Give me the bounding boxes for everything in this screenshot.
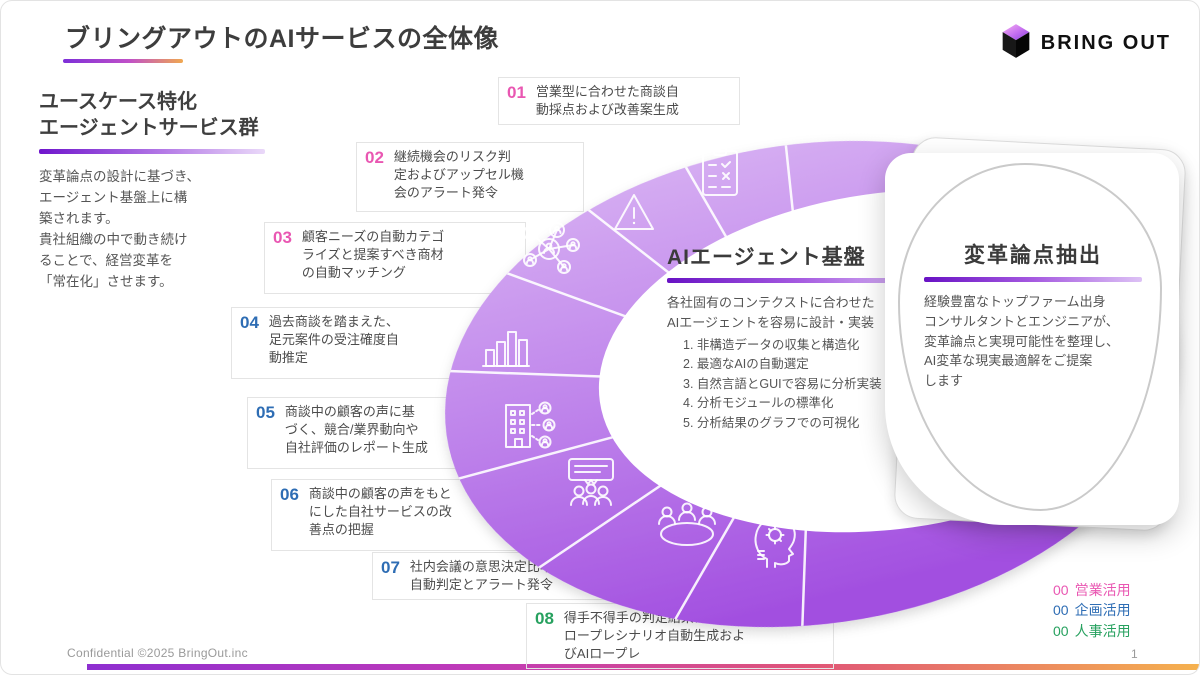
use-case-item-08: 08 得手不得手の判定結果に即した ロープレシナリオ自動生成およ びAIロープレ: [526, 603, 834, 669]
clipboard-check-icon: [702, 145, 738, 196]
ai-head-icon: [754, 516, 796, 568]
use-case-number: 02: [365, 148, 384, 167]
sidebar-underline: [39, 149, 265, 154]
category-legend: 00 営業活用 00 企画活用 00 人事活用: [1053, 580, 1131, 641]
page-title: ブリングアウトのAIサービスの全体像: [65, 25, 500, 53]
use-case-item-04: 04 過去商談を踏まえた、 足元案件の受注確度自 動推定: [231, 307, 491, 379]
use-case-text: 顧客ニーズの自動カテゴ ライズと提案すべき商材 の自動マッチング: [301, 229, 445, 280]
sidebar-description: 変革論点の設計に基づき、 エージェント基盤上に構 築されます。 貴社組織の中で動…: [39, 169, 201, 289]
use-case-number: 07: [381, 558, 400, 577]
brand-logo: BRING OUT: [1000, 23, 1171, 64]
meeting-table-icon: [658, 502, 716, 546]
extraction-title: 変革論点抽出: [964, 244, 1102, 267]
use-case-number: 06: [280, 485, 299, 504]
use-case-text: 営業型に合わせた商談自 動採点および改善案生成: [535, 84, 679, 117]
use-case-text: 社内会議の意思決定比率 自動判定とアラート発令: [409, 559, 553, 592]
legend-row-planning: 00 企画活用: [1053, 600, 1131, 620]
use-case-number: 05: [256, 403, 275, 422]
legend-row-hr: 00 人事活用: [1053, 621, 1131, 641]
legend-label: 営業活用: [1074, 582, 1131, 598]
use-case-number: 03: [273, 228, 292, 247]
use-case-item-06: 06 商談中の顧客の声をもと にした自社サービスの改 善点の把握: [271, 479, 559, 551]
use-case-item-02: 02 継続機会のリスク判 定およびアップセル機 会のアラート発令: [356, 142, 584, 212]
title-underline: [63, 59, 183, 63]
logo-text: BRING OUT: [1040, 32, 1171, 54]
sidebar: ユースケース特化 エージェントサービス群 変革論点の設計に基づき、 エージェント…: [39, 89, 284, 293]
use-case-number: 08: [535, 609, 554, 628]
extraction-underline: [924, 277, 1142, 282]
use-case-item-05: 05 商談中の顧客の声に基 づく、競合/業界動向や 自社評価のレポート生成: [247, 397, 481, 469]
use-case-item-07: 07 社内会議の意思決定比率 自動判定とアラート発令: [372, 552, 644, 600]
use-case-number: 01: [507, 83, 526, 102]
use-case-item-03: 03 顧客ニーズの自動カテゴ ライズと提案すべき商材 の自動マッチング: [264, 222, 526, 294]
sidebar-heading: ユースケース特化 エージェントサービス群: [39, 91, 259, 139]
extraction-card: 変革論点抽出 経験豊富なトップファーム出身 コンサルタントとエンジニアが、 変革…: [885, 153, 1179, 525]
use-case-text: 商談中の顧客の声に基 づく、競合/業界動向や 自社評価のレポート生成: [284, 404, 428, 455]
use-case-text: 得手不得手の判定結果に即した ロープレシナリオ自動生成およ びAIロープレ: [563, 610, 746, 661]
legend-row-sales: 00 営業活用: [1053, 580, 1131, 600]
confidential-note: Confidential ©2025 BringOut.inc: [67, 646, 248, 660]
use-case-number: 04: [240, 313, 259, 332]
use-case-text: 継続機会のリスク判 定およびアップセル機 会のアラート発令: [393, 149, 524, 200]
legend-label: 企画活用: [1074, 602, 1131, 619]
legend-label: 人事活用: [1074, 622, 1131, 639]
legend-num: 00: [1053, 622, 1069, 639]
legend-num: 00: [1053, 582, 1069, 598]
legend-num: 00: [1053, 602, 1069, 619]
extraction-leaf: 変革論点抽出 経験豊富なトップファーム出身 コンサルタントとエンジニアが、 変革…: [898, 163, 1162, 511]
use-case-text: 商談中の顧客の声をもと にした自社サービスの改 善点の把握: [308, 486, 452, 537]
use-case-item-01: 01 営業型に合わせた商談自 動採点および改善案生成: [498, 77, 740, 125]
page-number: 1: [1131, 647, 1138, 661]
presentation-audience-icon: [568, 458, 614, 506]
customer-network-icon: [523, 222, 580, 274]
use-case-text: 過去商談を踏まえた、 足元案件の受注確度自 動推定: [268, 314, 399, 365]
cube-icon: [1000, 23, 1032, 64]
alert-triangle-icon: [614, 194, 654, 230]
company-voice-icon: [505, 401, 556, 449]
extraction-description: 経験豊富なトップファーム出身 コンサルタントとエンジニアが、 変革論点と実現可能…: [924, 294, 1120, 388]
